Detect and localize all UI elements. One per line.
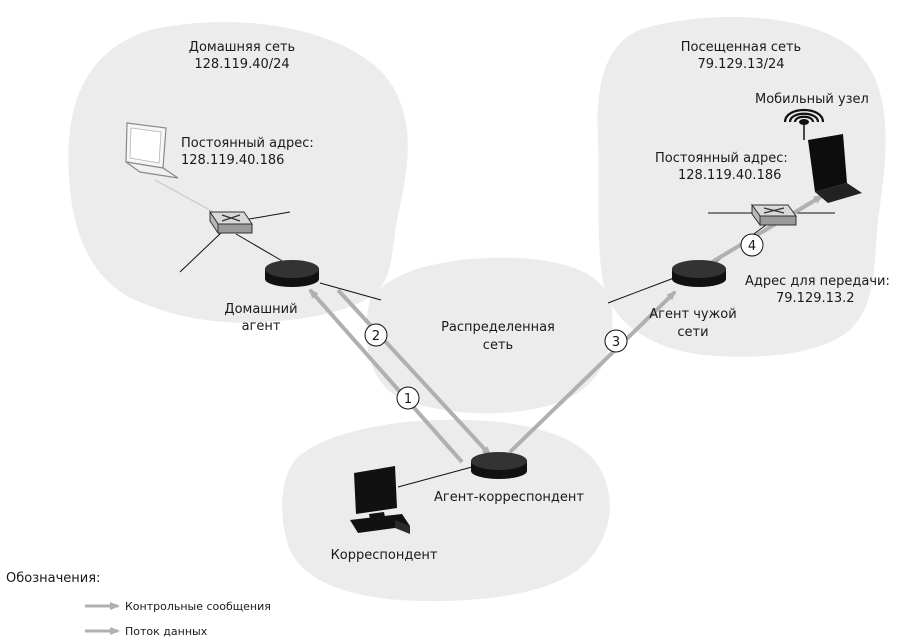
laptop-icon bbox=[125, 122, 179, 179]
step-4-marker: 4 bbox=[740, 233, 764, 257]
arrow-step-1 bbox=[336, 288, 492, 457]
mobile-node-label: Мобильный узел bbox=[755, 92, 869, 107]
fa-wan-line bbox=[607, 277, 675, 304]
arrow-step-4 bbox=[710, 194, 824, 264]
correspondent-network-cloud bbox=[282, 419, 610, 602]
ca-correspondent-line bbox=[397, 466, 473, 488]
home-network-prefix: 128.119.40/24 bbox=[194, 57, 289, 72]
visited-network-cloud bbox=[597, 16, 886, 357]
mobile-laptop-icon bbox=[808, 134, 862, 203]
foreign-agent-label-line2: сети bbox=[677, 325, 708, 340]
mobile-node-address-value: 128.119.40.186 bbox=[678, 168, 781, 183]
foreign-agent-label-line1: Агент чужой bbox=[649, 307, 736, 322]
step-1-marker: 1 bbox=[396, 386, 420, 410]
legend-data-label: Поток данных bbox=[125, 625, 208, 637]
foreign-agent-router-icon bbox=[672, 260, 726, 287]
home-switch-icon bbox=[209, 210, 253, 235]
home-agent-wan-line bbox=[319, 282, 382, 301]
mobile-node-address-label: Постоянный адрес: bbox=[655, 151, 788, 166]
wan-label-line1: Распределенная bbox=[441, 320, 555, 335]
care-of-address-label: Адрес для передачи: bbox=[745, 274, 890, 289]
legend-control-label: Контрольные сообщения bbox=[125, 600, 271, 613]
legend-title: Обозначения: bbox=[6, 571, 100, 586]
wan-label-line2: сеть bbox=[483, 338, 513, 353]
arrow-step-2 bbox=[308, 288, 464, 464]
step-2-marker: 2 bbox=[364, 323, 388, 347]
home-switch-line-left bbox=[179, 231, 223, 273]
correspondent-agent-router-icon bbox=[471, 452, 527, 479]
step-2-number: 2 bbox=[372, 329, 380, 344]
legend: Обозначения: Контрольные сообщения Поток… bbox=[6, 571, 271, 637]
home-agent-router-icon bbox=[265, 260, 319, 287]
home-laptop-address-value: 128.119.40.186 bbox=[181, 153, 284, 168]
correspondent-workstation-icon bbox=[350, 466, 410, 534]
home-agent-label-line1: Домашний bbox=[224, 302, 297, 317]
visited-switch-icon bbox=[751, 203, 797, 227]
home-network-title: Домашняя сеть bbox=[189, 40, 295, 55]
correspondent-agent-label: Агент-корреспондент bbox=[434, 490, 584, 505]
step-3-number: 3 bbox=[612, 335, 620, 350]
wan-cloud bbox=[366, 257, 613, 414]
home-network-cloud bbox=[68, 22, 408, 323]
home-agent-label-line2: агент bbox=[242, 319, 281, 334]
arrow-step-3 bbox=[508, 290, 677, 454]
visited-network-title: Посещенная сеть bbox=[681, 40, 801, 55]
visited-network-prefix: 79.129.13/24 bbox=[697, 57, 784, 72]
correspondent-label: Корреспондент bbox=[331, 548, 438, 563]
step-3-marker: 3 bbox=[604, 329, 628, 353]
wireless-signal-icon bbox=[783, 109, 825, 140]
step-4-number: 4 bbox=[748, 239, 756, 254]
care-of-address-value: 79.129.13.2 bbox=[776, 291, 855, 306]
home-laptop-address-label: Постоянный адрес: bbox=[181, 136, 314, 151]
step-1-number: 1 bbox=[404, 392, 412, 407]
home-switch-agent-line bbox=[235, 233, 285, 263]
